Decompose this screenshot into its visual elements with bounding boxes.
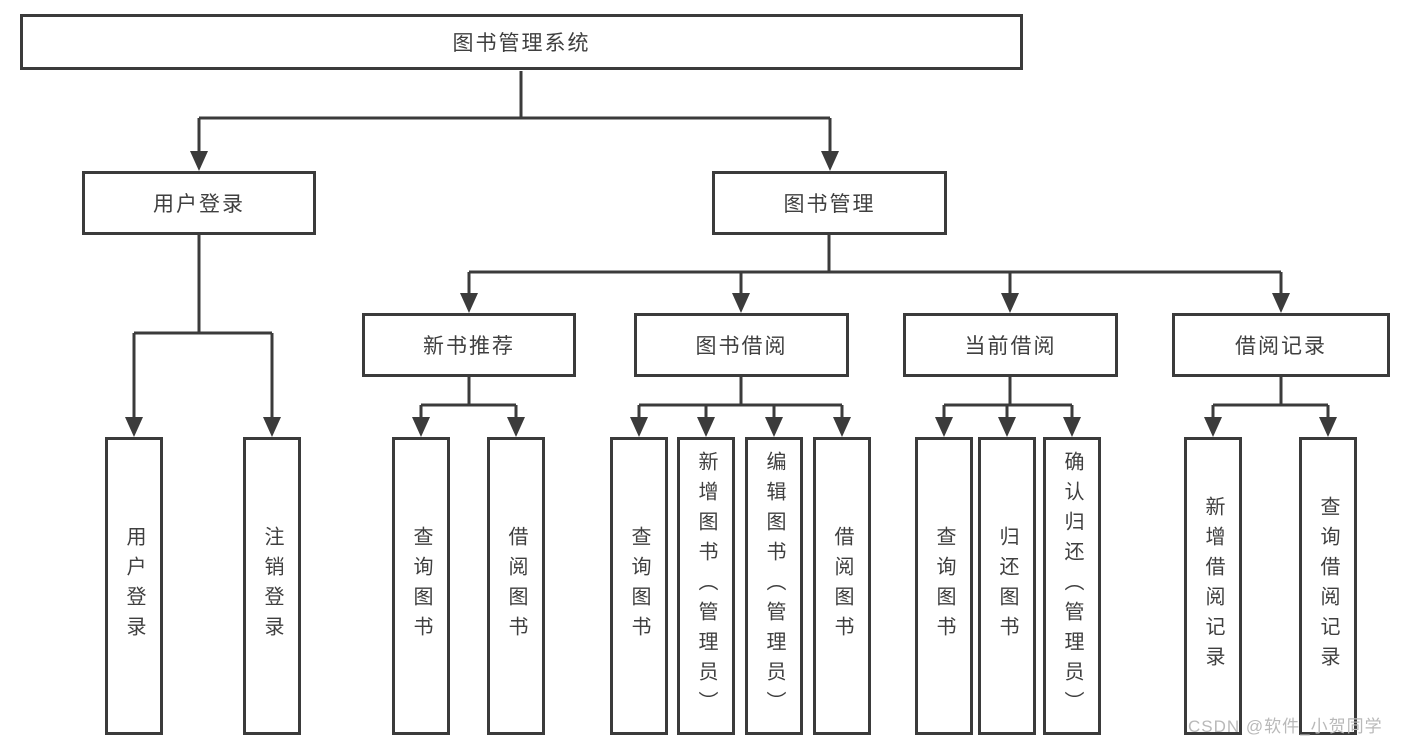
node-current-borrowing: 当前借阅 xyxy=(903,313,1118,377)
leaf-confirm-return-admin: 确认归还（管理员） xyxy=(1043,437,1101,735)
connector-user-login-to-leaves xyxy=(132,235,274,418)
connector-borrowing-records xyxy=(1211,377,1330,418)
arrowheads-borrowing-records xyxy=(1204,417,1337,437)
arrowheads-book-borrowing xyxy=(630,417,851,437)
node-label: 图书管理 xyxy=(783,193,876,216)
leaf-label: 查询图书 xyxy=(933,526,955,646)
leaf-edit-book-admin: 编辑图书（管理员） xyxy=(745,437,803,735)
node-new-book-recommendation: 新书推荐 xyxy=(362,313,576,377)
leaf-add-borrow-record: 新增借阅记录 xyxy=(1184,437,1242,735)
leaf-label: 新增图书（管理员） xyxy=(695,451,717,721)
leaf-label: 注销登录 xyxy=(261,526,283,646)
node-label: 图书借阅 xyxy=(695,335,788,358)
connector-current-borrowing xyxy=(942,377,1074,418)
arrowheads-level3 xyxy=(460,293,1290,313)
leaf-add-book-admin: 新增图书（管理员） xyxy=(677,437,735,735)
leaf-label: 新增借阅记录 xyxy=(1202,496,1224,676)
node-label: 用户登录 xyxy=(153,193,245,216)
leaf-label: 用户登录 xyxy=(123,526,145,646)
leaf-label: 查询图书 xyxy=(410,526,432,646)
connector-new-book-recommendation xyxy=(419,377,518,418)
leaf-borrow-books-borrowing: 借阅图书 xyxy=(813,437,871,735)
leaf-label: 借阅图书 xyxy=(505,526,527,646)
node-label: 当前借阅 xyxy=(964,335,1057,358)
node-library-management-system: 图书管理系统 xyxy=(20,14,1023,70)
node-borrowing-records: 借阅记录 xyxy=(1172,313,1390,377)
leaf-borrow-books-recommend: 借阅图书 xyxy=(487,437,545,735)
watermark: CSDN @软件_小贺同学 xyxy=(1188,717,1383,736)
arrowheads-user-login xyxy=(125,417,281,437)
arrowheads-level2 xyxy=(190,151,839,171)
connector-book-borrowing xyxy=(637,377,844,418)
leaf-logout: 注销登录 xyxy=(243,437,301,735)
arrowheads-new-book-recommendation xyxy=(412,417,525,437)
leaf-user-login: 用户登录 xyxy=(105,437,163,735)
node-book-borrowing: 图书借阅 xyxy=(634,313,849,377)
leaf-label: 查询借阅记录 xyxy=(1317,496,1339,676)
leaf-query-books-current: 查询图书 xyxy=(915,437,973,735)
arrowheads-current-borrowing xyxy=(935,417,1081,437)
leaf-label: 编辑图书（管理员） xyxy=(763,451,785,721)
connector-book-management-to-level3 xyxy=(467,235,1283,294)
leaf-label: 归还图书 xyxy=(996,526,1018,646)
node-label: 借阅记录 xyxy=(1235,335,1327,358)
node-label: 图书管理系统 xyxy=(452,32,591,55)
leaf-query-books-recommend: 查询图书 xyxy=(392,437,450,735)
node-label: 新书推荐 xyxy=(423,335,515,358)
leaf-label: 查询图书 xyxy=(628,526,650,646)
node-book-management: 图书管理 xyxy=(712,171,947,235)
leaf-label: 确认归还（管理员） xyxy=(1061,451,1083,721)
node-user-login: 用户登录 xyxy=(82,171,316,235)
leaf-query-books-borrowing: 查询图书 xyxy=(610,437,668,735)
leaf-label: 借阅图书 xyxy=(831,526,853,646)
connector-root-to-level2 xyxy=(197,71,832,152)
leaf-query-borrow-record: 查询借阅记录 xyxy=(1299,437,1357,735)
leaf-return-books: 归还图书 xyxy=(978,437,1036,735)
